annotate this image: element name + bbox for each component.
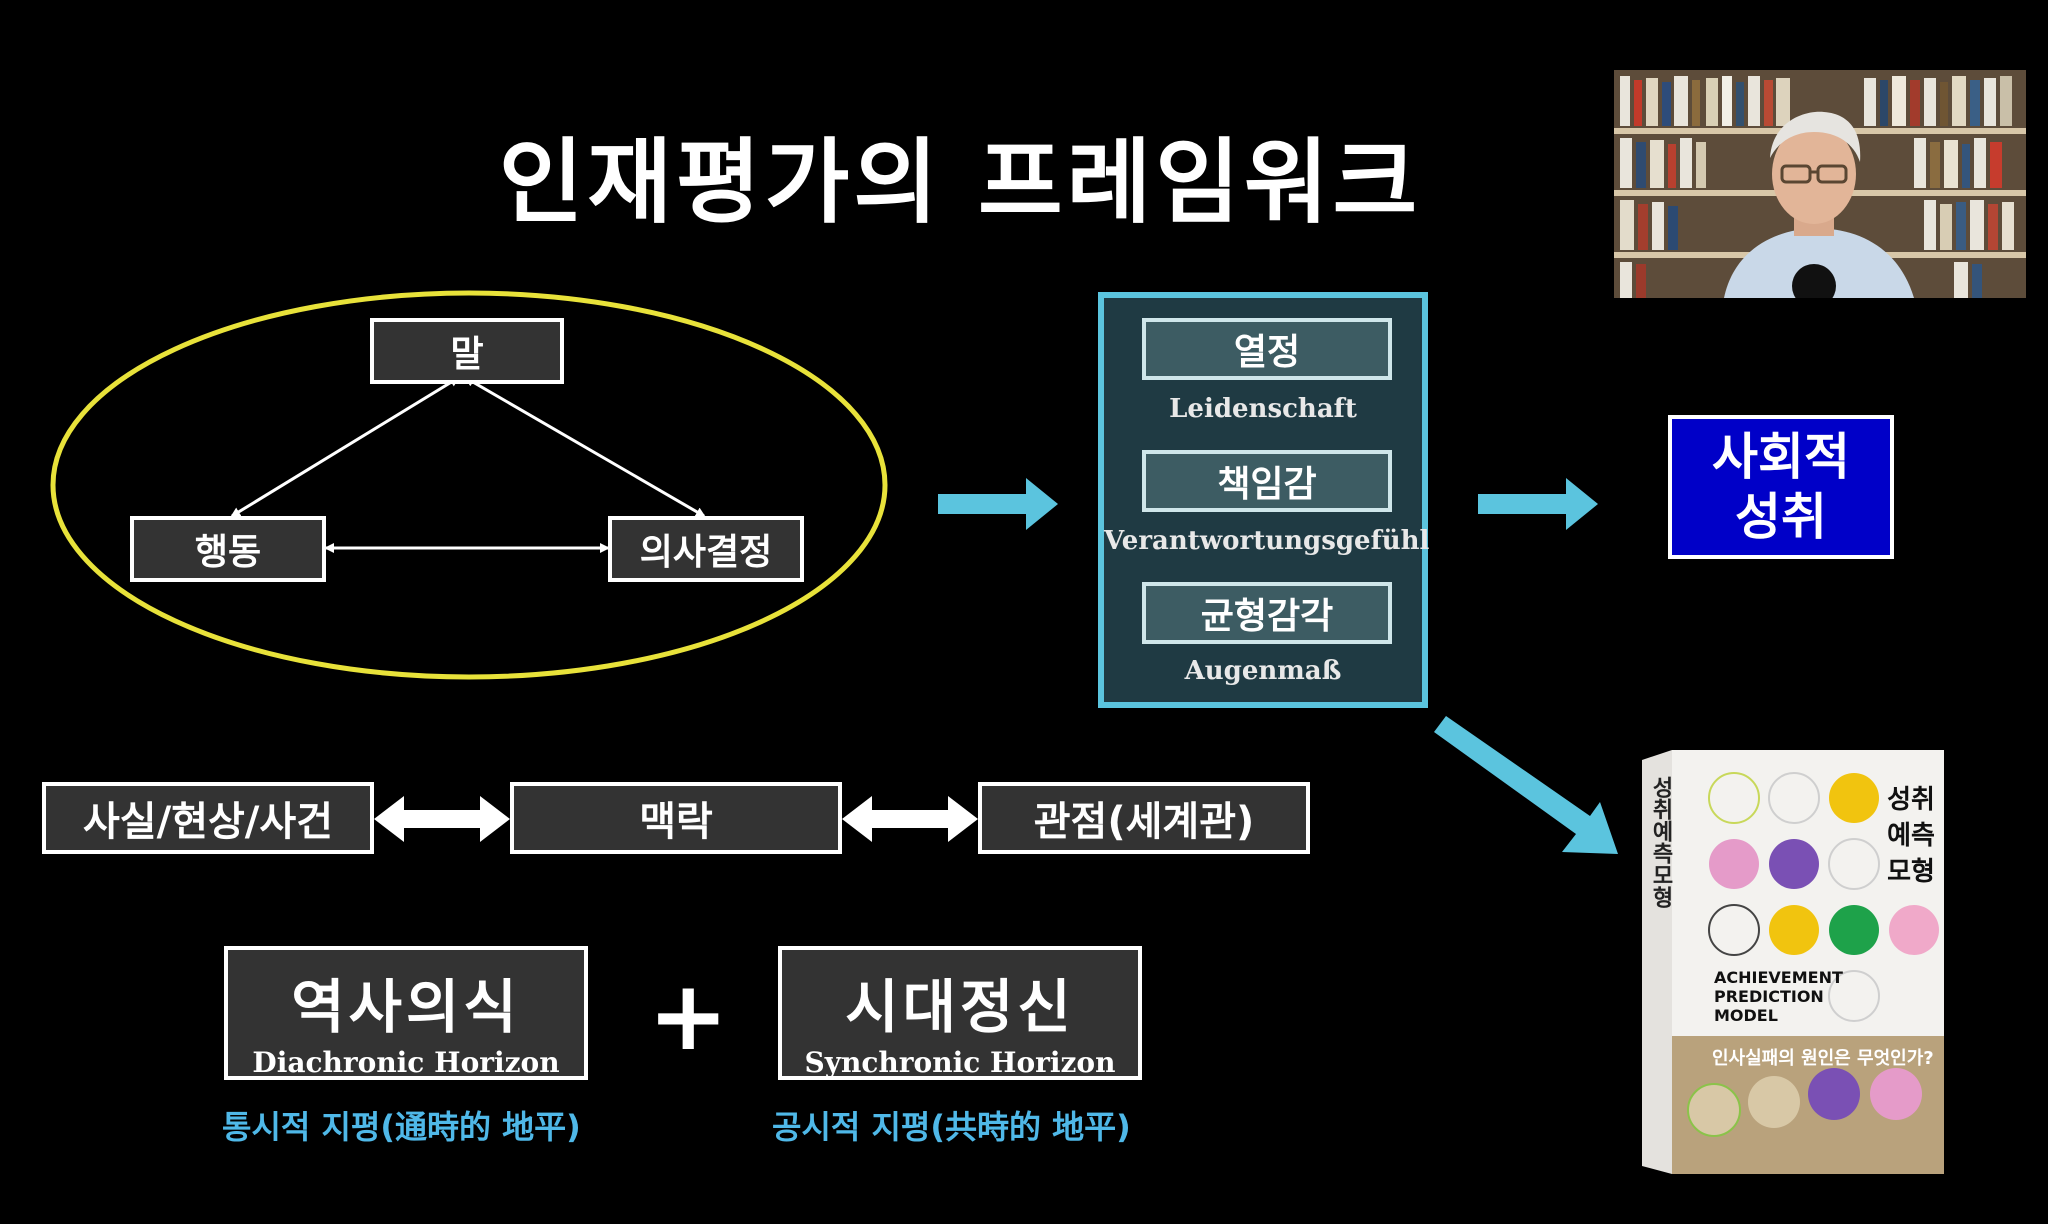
arrow-speech-action <box>230 376 460 518</box>
arrow-speech-decision <box>464 376 706 518</box>
triangle-diagram <box>50 290 888 680</box>
book-english-line-1: ACHIEVEMENT <box>1714 968 1843 987</box>
grouping-ellipse <box>50 290 888 680</box>
presenter-webcam <box>1614 70 2026 298</box>
zeitgeist-box: 시대정신 Synchronic Horizon <box>778 946 1142 1080</box>
arrow-to-qualities <box>938 478 1058 530</box>
book-english-line-2: PREDICTION <box>1714 987 1824 1006</box>
quality-balance-de: Augenmaß <box>1184 656 1342 686</box>
node-facts: 사실/현상/사건 <box>42 782 374 854</box>
quality-responsibility: 책임감 <box>1142 450 1392 512</box>
book-question: 인사실패의 원인은 무엇인가? <box>1712 1048 1934 1069</box>
social-achievement-box: 사회적 성취 <box>1668 415 1894 559</box>
book-english-line-3: MODEL <box>1714 1006 1778 1025</box>
double-arrow-right <box>842 796 978 842</box>
node-perspective: 관점(세계관) <box>978 782 1310 854</box>
presenter-video-frame <box>1614 70 2026 298</box>
historical-consciousness-box: 역사의식 Diachronic Horizon <box>224 946 588 1080</box>
book-title-line-1: 성취 <box>1887 785 1935 815</box>
book-title-line-2: 예측 <box>1887 821 1935 851</box>
achievement-line-2: 성취 <box>1735 488 1827 546</box>
diachronic-horizon-label: Diachronic Horizon <box>252 1046 560 1079</box>
book-illustration <box>1642 750 1944 1174</box>
quality-balance: 균형감각 <box>1142 582 1392 644</box>
node-decision: 의사결정 <box>608 516 804 582</box>
quality-passion: 열정 <box>1142 318 1392 380</box>
qualities-panel: 열정 Leidenschaft 책임감 Verantwortungsgefühl… <box>1098 292 1430 708</box>
book-cover: 성취예측모형 성취 예측 모형 ACHIEVEMENT PREDICTION M… <box>1642 746 1948 1178</box>
synchronic-caption: 공시적 지평(共時的 地平) <box>772 1108 1131 1146</box>
slide-title: 인재평가의 프레임워크 <box>498 129 1422 236</box>
diachronic-caption: 통시적 지평(通時的 地平) <box>222 1108 581 1146</box>
book-cover-title: 성취 예측 모형 <box>1878 782 1944 890</box>
quality-responsibility-de: Verantwortungsgefühl <box>1104 526 1430 556</box>
book-title-line-3: 모형 <box>1887 857 1935 887</box>
plus-sign: + <box>648 960 729 1072</box>
arrow-to-book <box>1434 716 1618 854</box>
zeitgeist-label: 시대정신 <box>845 973 1075 1041</box>
book-spine-title: 성취예측모형 <box>1648 776 1673 908</box>
historical-consciousness-label: 역사의식 <box>291 973 521 1041</box>
achievement-line-1: 사회적 <box>1712 428 1850 486</box>
double-arrow-left <box>374 796 510 842</box>
arrow-to-achievement <box>1478 478 1598 530</box>
book-english-title: ACHIEVEMENT PREDICTION MODEL <box>1714 968 1843 1025</box>
node-action: 행동 <box>130 516 326 582</box>
node-speech: 말 <box>370 318 564 384</box>
synchronic-horizon-label: Synchronic Horizon <box>804 1046 1116 1079</box>
node-context: 맥락 <box>510 782 842 854</box>
quality-passion-de: Leidenschaft <box>1169 394 1357 424</box>
